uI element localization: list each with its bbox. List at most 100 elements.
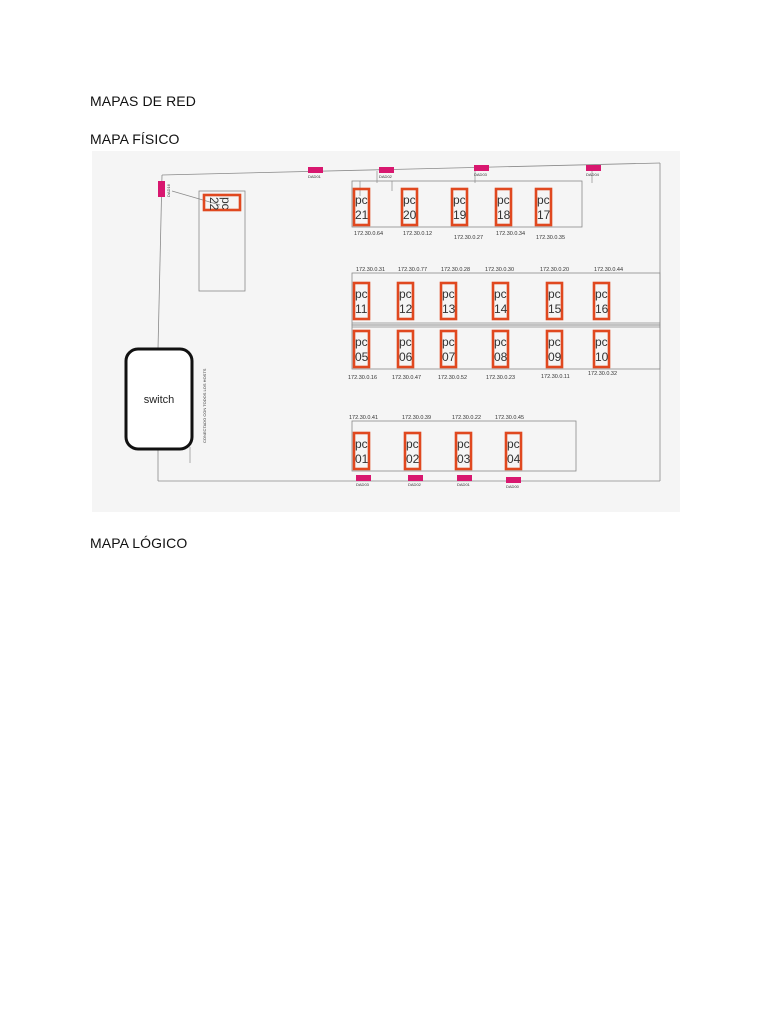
pc-label-line2: 10 (595, 350, 609, 364)
pc-label-line2: 16 (595, 302, 609, 316)
jack-label: DAD02 (408, 482, 422, 487)
jack-label: DAD01 (457, 482, 471, 487)
pc-label-line2: 18 (497, 208, 511, 222)
pc-label-line2: 19 (453, 208, 467, 222)
pc-box (439, 281, 458, 321)
pc-label-line1: pc (537, 193, 550, 207)
jack-marker (379, 167, 394, 173)
pc-workstations: pc21172.30.0.64pc20172.30.0.12pc19172.30… (202, 187, 623, 471)
physical-network-map: switch CONECTADO CON TODOS LOS HOSTS DAD… (92, 151, 680, 512)
pc-label-line1: pc (355, 193, 368, 207)
pc-label-line2: 11 (355, 302, 368, 316)
jack-label: DAD00 (506, 484, 520, 489)
pc-label-line1: pc (355, 287, 368, 301)
pc-box (592, 329, 611, 369)
pc-ip-address: 172.30.0.12 (403, 231, 432, 237)
pc-ip-address: 172.30.0.32 (588, 371, 617, 377)
jack-label: DAD04 (586, 172, 600, 177)
jack-top-4: DAD04 (586, 165, 601, 177)
pc-label-line2: 21 (355, 208, 369, 222)
jack-bottom-3: DAD01 (457, 475, 472, 487)
pc-box (491, 329, 510, 369)
pc-box (454, 431, 473, 471)
jack-marker (506, 477, 521, 483)
pc-label-line1: pc (403, 193, 416, 207)
pc-box (494, 187, 513, 227)
pc22-desk (198, 190, 246, 292)
connection-note: CONECTADO CON TODOS LOS HOSTS (202, 368, 207, 443)
pc-box (352, 281, 371, 321)
pc-label-line1: pc (355, 437, 368, 451)
pc-ip-address: 172.30.0.23 (486, 375, 515, 381)
pc-label-line1: pc (548, 335, 561, 349)
heading-mapa-logico: MAPA LÓGICO (90, 535, 188, 551)
tables (351, 180, 661, 472)
switch-device: switch (124, 347, 194, 451)
pc-label-line1: pc (595, 287, 608, 301)
pc-ip-address: 172.30.0.34 (496, 231, 525, 237)
pc-box (352, 431, 371, 471)
pc-ip-address: 172.30.0.64 (354, 231, 383, 237)
pc-label-line2: 05 (355, 350, 369, 364)
wiring (171, 167, 660, 463)
pc-label-line2: 15 (548, 302, 562, 316)
jack-marker (408, 475, 423, 481)
jack-marker (356, 475, 371, 481)
pc-label-line2: 06 (399, 350, 413, 364)
jack-label: DAD01 (308, 174, 322, 179)
jack-label: DAD16 (166, 183, 171, 197)
jack-top-2: DAD02 (379, 167, 394, 179)
pc-box (592, 281, 611, 321)
pc-label-line2: 08 (494, 350, 508, 364)
pc-label-line1: pc (595, 335, 608, 349)
pc-label-line2: 01 (355, 452, 369, 466)
pc-label-line2: 09 (548, 350, 562, 364)
jack-marker (308, 167, 323, 173)
pc-ip-address: 172.30.0.39 (402, 415, 431, 421)
pc-label-line1: pc (494, 335, 507, 349)
pc-ip-address: 172.30.0.47 (392, 375, 421, 381)
pc-label-line1: pc (399, 335, 412, 349)
pc-box (534, 187, 553, 227)
switch-label: switch (144, 394, 175, 406)
jack-bottom-1: DAD03 (356, 475, 371, 487)
pc-box (439, 329, 458, 369)
jack-marker (457, 475, 472, 481)
pc-label-line1: pc (453, 193, 466, 207)
pc-label-line2: 12 (399, 302, 413, 316)
pc-label-line1: pc (406, 437, 419, 451)
pc-ip-address: 172.30.0.16 (348, 375, 377, 381)
pc-ip-address: 172.30.0.27 (454, 235, 483, 241)
pc-label-line1: pc (457, 437, 470, 451)
jack-bottom-4: DAD00 (506, 477, 521, 489)
pc-ip-address: 172.30.0.77 (398, 267, 427, 273)
pc-ip-address: 172.30.0.28 (441, 267, 470, 273)
pc-ip-address: 172.30.0.11 (541, 374, 570, 380)
pc-box (504, 431, 523, 471)
pc-ip-address: 172.30.0.30 (485, 267, 514, 273)
pc-ip-address: 172.30.0.45 (495, 415, 524, 421)
heading-mapa-fisico: MAPA FÍSICO (90, 131, 180, 147)
pc-label-line1: pc (494, 287, 507, 301)
jack-marker (474, 165, 489, 171)
pc-label-line2: 02 (406, 452, 420, 466)
